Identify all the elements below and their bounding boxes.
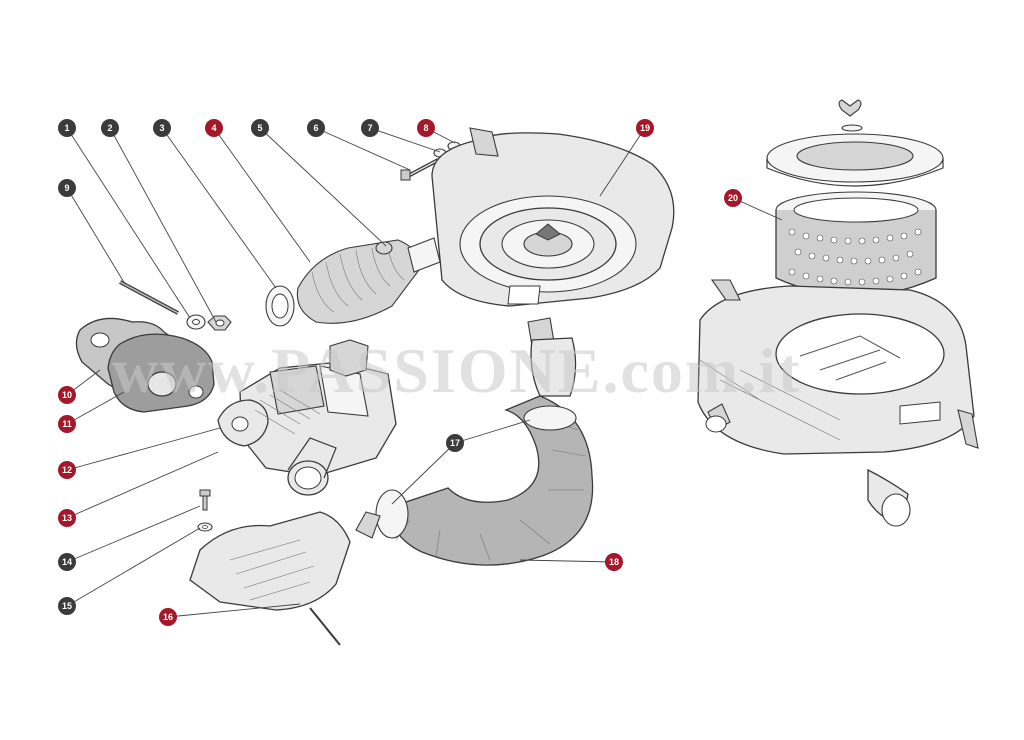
part-label-20: 20 bbox=[724, 189, 742, 207]
part-label-2: 2 bbox=[101, 119, 119, 137]
bolt-part bbox=[199, 489, 211, 511]
svg-text:19: 19 bbox=[640, 123, 650, 133]
svg-text:8: 8 bbox=[423, 123, 428, 133]
part-labels: 1 2 3 4 5 6 7 8 bbox=[58, 119, 742, 626]
svg-text:10: 10 bbox=[62, 390, 72, 400]
svg-text:16: 16 bbox=[163, 612, 173, 622]
filter-lid-part bbox=[766, 99, 944, 187]
svg-text:1: 1 bbox=[64, 123, 69, 133]
part-label-16: 16 bbox=[159, 608, 177, 626]
svg-text:20: 20 bbox=[728, 193, 738, 203]
svg-text:11: 11 bbox=[62, 419, 72, 429]
part-label-4: 4 bbox=[205, 119, 223, 137]
bellows-hose-part bbox=[265, 237, 441, 327]
carburettor-part bbox=[217, 339, 397, 496]
filter-element-part bbox=[775, 191, 937, 297]
part-label-6: 6 bbox=[307, 119, 325, 137]
stud-part bbox=[119, 280, 179, 315]
svg-text:4: 4 bbox=[211, 123, 216, 133]
part-label-18: 18 bbox=[605, 553, 623, 571]
long-bolt-part bbox=[400, 158, 439, 181]
part-label-19: 19 bbox=[636, 119, 654, 137]
part-label-17: 17 bbox=[446, 434, 464, 452]
svg-text:6: 6 bbox=[313, 123, 318, 133]
svg-text:18: 18 bbox=[609, 557, 619, 567]
air-cleaner-body-part bbox=[697, 279, 979, 527]
leader-lines bbox=[66, 127, 783, 618]
svg-text:12: 12 bbox=[62, 465, 72, 475]
small-washer-part bbox=[197, 522, 213, 532]
svg-text:17: 17 bbox=[450, 438, 460, 448]
part-label-15: 15 bbox=[58, 597, 76, 615]
part-label-13: 13 bbox=[58, 509, 76, 527]
part-label-8: 8 bbox=[417, 119, 435, 137]
svg-text:5: 5 bbox=[257, 123, 262, 133]
svg-text:3: 3 bbox=[159, 123, 164, 133]
part-label-11: 11 bbox=[58, 415, 76, 433]
part-label-3: 3 bbox=[153, 119, 171, 137]
svg-text:15: 15 bbox=[62, 601, 72, 611]
part-label-1: 1 bbox=[58, 119, 76, 137]
svg-text:7: 7 bbox=[367, 123, 372, 133]
svg-text:14: 14 bbox=[62, 557, 72, 567]
svg-text:13: 13 bbox=[62, 513, 72, 523]
nut-part bbox=[207, 315, 232, 331]
svg-text:2: 2 bbox=[107, 123, 112, 133]
parts-artwork bbox=[75, 99, 979, 646]
part-label-7: 7 bbox=[361, 119, 379, 137]
svg-text:9: 9 bbox=[64, 183, 69, 193]
part-label-9: 9 bbox=[58, 179, 76, 197]
watermark: www.PASSIONE.com.it bbox=[112, 335, 801, 406]
curved-hose-part bbox=[355, 395, 594, 566]
insulator-block-part bbox=[107, 333, 215, 413]
washer-part bbox=[186, 314, 206, 330]
part-label-12: 12 bbox=[58, 461, 76, 479]
heat-shield-part bbox=[189, 511, 351, 646]
part-label-14: 14 bbox=[58, 553, 76, 571]
part-label-10: 10 bbox=[58, 386, 76, 404]
part-label-5: 5 bbox=[251, 119, 269, 137]
